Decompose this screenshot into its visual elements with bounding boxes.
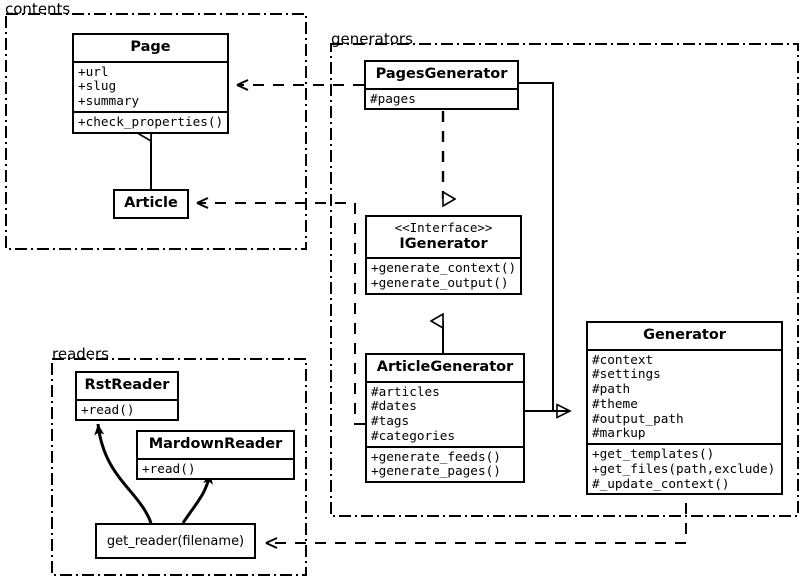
edge-articlegenerator-depends-article: [196, 197, 365, 425]
package-frame-readers: [51, 358, 307, 576]
class-method: +generate_context(): [371, 260, 517, 276]
class-title-pagesgenerator: PagesGenerator: [375, 66, 508, 82]
edge-getreader-returns-rstreader: [94, 423, 153, 524]
class-attribute: #path: [592, 381, 631, 397]
class-attribute: +slug: [78, 78, 117, 94]
class-title-rstreader: RstReader: [84, 377, 170, 393]
class-attribute: #output_path: [592, 410, 684, 426]
class-box-rstreader[interactable]: RstReader +read(): [75, 371, 179, 422]
class-methods-igenerator: +generate_context() +generate_output(): [367, 257, 520, 292]
class-attributes-pagesgenerator: #pages: [366, 87, 517, 109]
class-title-articlegenerator: ArticleGenerator: [376, 359, 514, 375]
class-attributes-generator: #context #settings #path #theme #output_…: [588, 348, 781, 443]
class-title-article: Article: [124, 195, 178, 211]
class-attribute: #categories: [371, 427, 456, 443]
package-label-contents: contents: [5, 0, 71, 18]
class-attribute: #dates: [371, 398, 417, 414]
class-box-page[interactable]: Page +url +slug +summary +check_properti…: [72, 33, 229, 134]
class-box-article[interactable]: Article: [113, 189, 189, 219]
class-box-generator[interactable]: Generator #context #settings #path #them…: [586, 321, 783, 496]
class-box-igenerator[interactable]: <<Interface>> IGenerator +generate_conte…: [365, 215, 522, 295]
class-attribute: #context: [592, 351, 654, 367]
class-method: +generate_pages(): [371, 463, 501, 479]
class-attribute: #markup: [592, 425, 646, 441]
function-box-get-reader[interactable]: get_reader(filename): [95, 523, 256, 559]
class-method: +generate_feeds(): [371, 448, 501, 464]
class-methods-generator: +get_templates() +get_files(path,exclude…: [588, 443, 781, 493]
class-method: +read(): [81, 401, 135, 417]
class-box-pagesgenerator[interactable]: PagesGenerator #pages: [364, 60, 519, 111]
edge-pagesgenerator-generalizes-generator: [519, 82, 570, 411]
class-attribute: #articles: [371, 383, 440, 399]
class-attribute: #pages: [370, 90, 416, 106]
class-attribute: #settings: [592, 366, 661, 382]
class-attribute: #tags: [371, 413, 410, 429]
edge-generator-depends-getreader: [265, 503, 687, 549]
class-title-generator: Generator: [643, 327, 726, 343]
class-method: +read(): [142, 460, 196, 476]
package-frame-contents: [5, 13, 307, 250]
class-methods-mardownreader: +read(): [138, 457, 293, 479]
class-method: +get_templates(): [592, 446, 715, 462]
class-method: +check_properties(): [78, 113, 224, 129]
class-title-page: Page: [130, 39, 171, 55]
class-attribute: +summary: [78, 93, 140, 109]
class-attributes-page: +url +slug +summary: [74, 60, 227, 111]
class-stereotype-igenerator: <<Interface>>: [394, 220, 493, 235]
class-title-mardownreader: MardownReader: [148, 436, 283, 452]
class-method: +generate_output(): [371, 275, 509, 291]
class-attribute: +url: [78, 63, 109, 79]
class-attribute: #theme: [592, 395, 638, 411]
class-methods-rstreader: +read(): [77, 398, 177, 420]
package-label-generators: generators: [331, 30, 413, 48]
class-box-mardownreader[interactable]: MardownReader +read(): [136, 430, 295, 481]
class-attributes-articlegenerator: #articles #dates #tags #categories: [367, 380, 523, 446]
class-box-articlegenerator[interactable]: ArticleGenerator #articles #dates #tags …: [365, 353, 525, 484]
package-label-readers: readers: [52, 345, 109, 363]
class-methods-articlegenerator: +generate_feeds() +generate_pages(): [367, 445, 523, 481]
class-title-igenerator: IGenerator: [399, 235, 488, 252]
package-frame-generators: [330, 43, 799, 517]
class-method: #_update_context(): [592, 475, 730, 491]
class-methods-page: +check_properties(): [74, 110, 227, 132]
class-method: +get_files(path,exclude): [592, 460, 776, 476]
edge-getreader-returns-mardownreader: [181, 472, 213, 524]
